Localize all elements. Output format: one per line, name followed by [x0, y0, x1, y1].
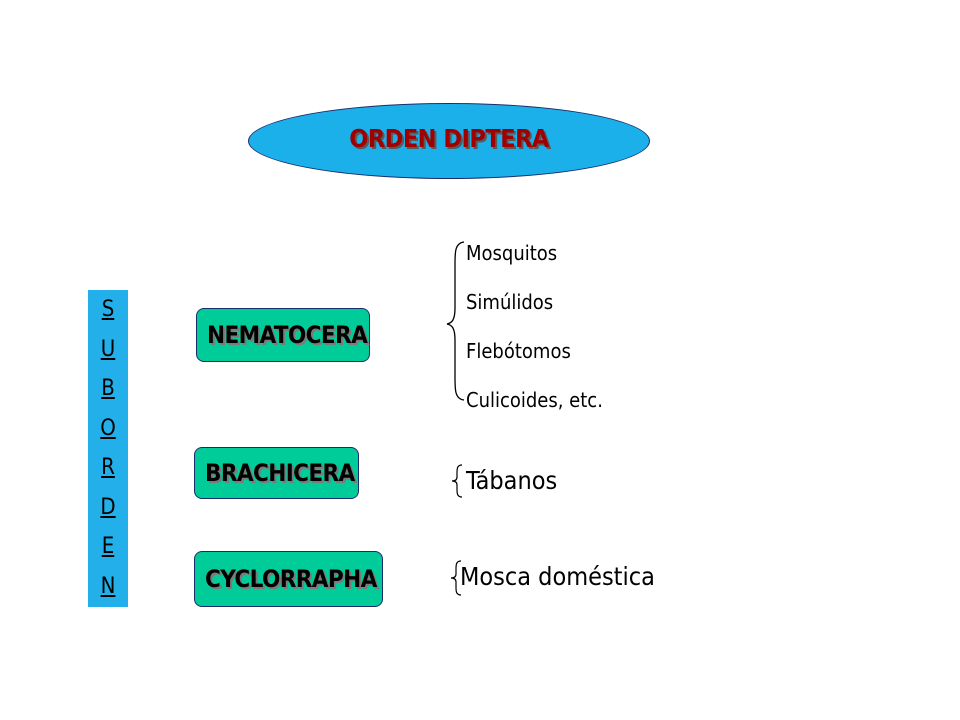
brace-nematocera	[446, 241, 465, 401]
suborden-letter: E	[101, 534, 115, 560]
suborden-letter: U	[100, 336, 116, 362]
suborder-label: CYCLORRAPHA	[205, 565, 377, 593]
suborder-label: NEMATOCERA	[207, 321, 368, 349]
suborder-box-cyclorrapha: CYCLORRAPHA	[194, 551, 383, 607]
example-item: Mosquitos	[466, 241, 558, 265]
suborder-box-nematocera: NEMATOCERA	[196, 308, 370, 362]
suborder-box-brachicera: BRACHICERA	[194, 447, 359, 499]
brace-brachicera	[451, 464, 463, 498]
example-item: Tábanos	[466, 466, 558, 495]
suborden-letter: N	[100, 573, 116, 599]
example-item: Simúlidos	[466, 290, 554, 314]
example-item: Culicoides, etc.	[466, 388, 603, 412]
suborden-letter: B	[101, 376, 115, 402]
suborden-letter: O	[100, 415, 116, 441]
example-item: Mosca doméstica	[460, 562, 655, 591]
example-item: Flebótomos	[466, 339, 571, 363]
brace-cyclorrapha	[450, 560, 462, 596]
suborden-letter: D	[100, 494, 116, 520]
suborder-label: BRACHICERA	[205, 459, 355, 487]
suborden-letter: S	[101, 297, 115, 322]
title-ellipse: ORDEN DIPTERA	[248, 103, 650, 179]
suborden-letter: R	[101, 455, 115, 481]
diagram-title: ORDEN DIPTERA	[349, 124, 549, 153]
suborden-label: S U B O R D E N	[88, 290, 128, 607]
